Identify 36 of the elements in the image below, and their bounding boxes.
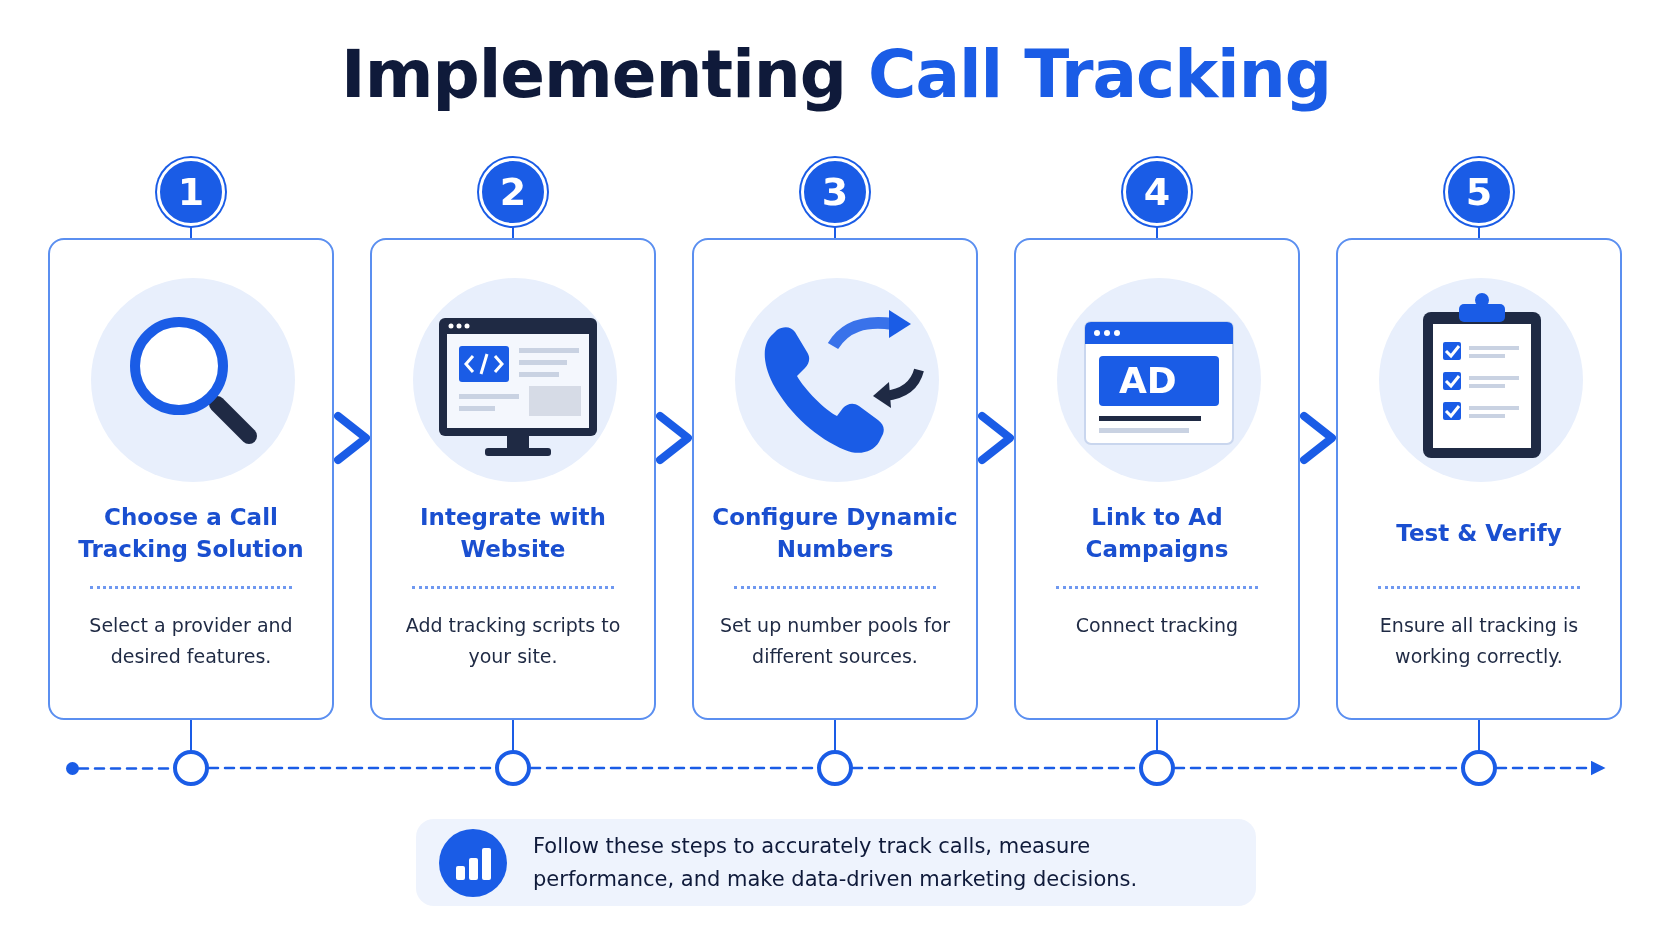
step-heading: Configure Dynamic Numbers	[711, 503, 959, 564]
step-number-badge: 5	[1445, 158, 1513, 226]
connector-line	[1478, 719, 1480, 751]
step-card	[1336, 238, 1622, 720]
timeline-start-dot	[66, 762, 79, 775]
step-description: Connect tracking	[1074, 613, 1240, 638]
connector-line	[1156, 719, 1158, 751]
step-heading: Choose a Call Tracking Solution	[77, 503, 305, 564]
timeline-circle	[1139, 750, 1175, 786]
step-number-badge: 4	[1123, 158, 1191, 226]
step-heading: Integrate with Website	[419, 503, 607, 564]
timeline-circle	[1461, 750, 1497, 786]
step-number-badge: 1	[157, 158, 225, 226]
step-heading: Link to Ad Campaigns	[1084, 503, 1230, 564]
step-description: Set up number pools for different sources.	[718, 613, 952, 669]
connector-line	[834, 719, 836, 751]
step-card	[692, 238, 978, 720]
timeline-circle	[173, 750, 209, 786]
step-card	[1014, 238, 1300, 720]
ad-label: AD	[1119, 360, 1177, 401]
timeline-circle	[495, 750, 531, 786]
step-number-badge: 2	[479, 158, 547, 226]
note-text: Follow these steps to accurately track calls, measure performance, and make data-driven marketing decisions.	[533, 832, 1139, 893]
title: Implementing Call Tracking	[340, 36, 1332, 113]
step-card	[370, 238, 656, 720]
note-panel	[416, 819, 1256, 906]
step-description: Add tracking scripts to your site.	[404, 613, 622, 669]
step-card	[48, 238, 334, 720]
step-heading: Test & Verify	[1395, 519, 1563, 548]
step-description: Select a provider and desired features.	[88, 613, 294, 669]
step-description: Ensure all tracking is working correctly.	[1378, 613, 1580, 669]
connector-line	[190, 719, 192, 751]
connector-line	[512, 719, 514, 751]
timeline-circle	[817, 750, 853, 786]
timeline-line	[1495, 760, 1606, 776]
step-number-badge: 3	[801, 158, 869, 226]
